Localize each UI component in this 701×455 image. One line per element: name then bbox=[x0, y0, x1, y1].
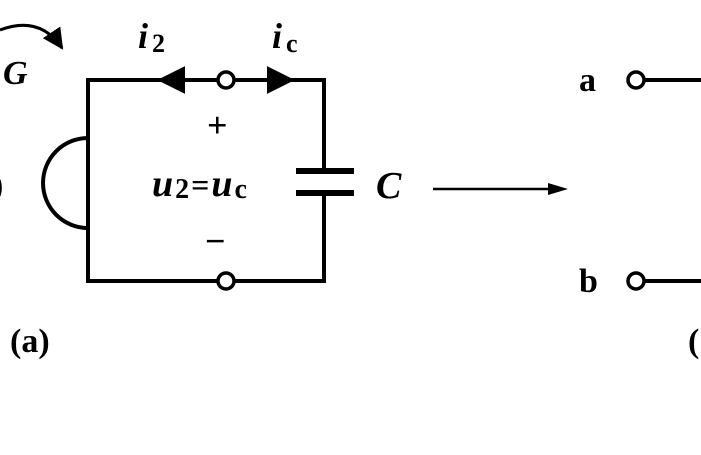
terminal-b-label: b bbox=[579, 263, 598, 300]
capacitor-plate-bottom bbox=[296, 190, 354, 196]
bottom-terminal bbox=[216, 271, 236, 291]
capacitor-label: C bbox=[376, 165, 402, 207]
g-curved-arrow bbox=[0, 23, 64, 50]
top-terminal bbox=[216, 70, 236, 90]
caption-a: (a) bbox=[10, 323, 50, 360]
capacitor-plate-top bbox=[296, 168, 354, 174]
transform-arrow-head bbox=[548, 183, 568, 195]
terminal-b bbox=[626, 271, 646, 291]
bottom-wire-right bbox=[233, 194, 326, 283]
label-g: G bbox=[3, 55, 28, 92]
terminal-a bbox=[626, 70, 646, 90]
caption-b-partial: ( bbox=[688, 323, 699, 360]
left-arc-element bbox=[41, 136, 89, 230]
terminal-a-label: a bbox=[579, 62, 596, 99]
minus-sign: − bbox=[205, 221, 226, 261]
plus-sign: + bbox=[207, 105, 228, 145]
voltage-equation: u2=uc bbox=[152, 163, 247, 205]
top-wire-right bbox=[233, 78, 326, 172]
left-edge-partial: ) bbox=[0, 167, 3, 204]
bottom-wire-left bbox=[86, 78, 219, 283]
